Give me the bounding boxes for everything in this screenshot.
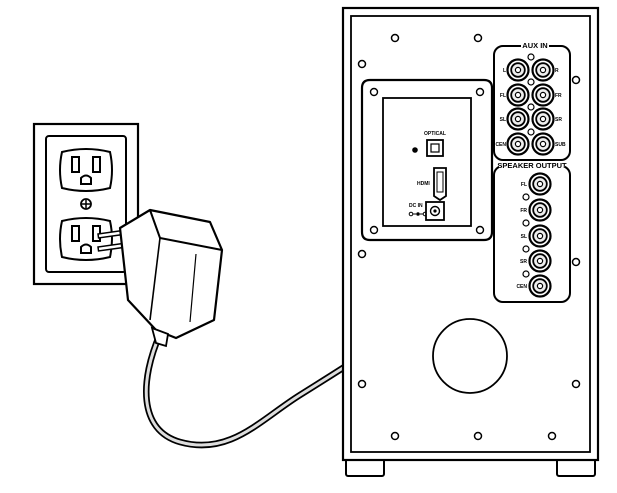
aux-in-jack-label-5: SR bbox=[555, 117, 562, 123]
speaker-output-jack-0: FL bbox=[521, 172, 552, 196]
aux-in-jack-1: R bbox=[531, 58, 559, 82]
speaker-output-jack-3: SR bbox=[520, 249, 552, 273]
wall-outlet bbox=[32, 122, 140, 286]
aux-in-jack-label-7: SUB bbox=[555, 142, 566, 148]
aux-in-jack-label-1: R bbox=[555, 68, 559, 74]
speaker-output-screw-1 bbox=[522, 219, 530, 227]
aux-in-jack-4: SL bbox=[500, 107, 530, 131]
aux-in-jack-3: FR bbox=[531, 83, 562, 107]
speaker-output-jack-label-3: SR bbox=[520, 259, 527, 265]
speaker-output-jack-4: CEN bbox=[516, 274, 552, 298]
speaker-output-jack-label-1: FR bbox=[520, 208, 527, 214]
speaker-output-title: SPEAKER OUTPUT bbox=[497, 161, 567, 170]
aux-in-jack-label-6: CEN bbox=[495, 142, 506, 148]
aux-in-screw-0 bbox=[527, 53, 535, 61]
aux-in-jacks: L R FL FR SL SR CEN SUB bbox=[495, 53, 566, 156]
speaker-output-screw-0 bbox=[522, 193, 530, 201]
aux-in-jack-2: FL bbox=[500, 83, 530, 107]
input-plate: OPTICAL HDMI DC IN bbox=[360, 78, 494, 242]
speaker-output-jack-2: SL bbox=[521, 224, 552, 248]
aux-in-screw-1 bbox=[527, 78, 535, 86]
speaker-output-jack-label-4: CEN bbox=[516, 284, 527, 290]
aux-in-jack-6: CEN bbox=[495, 132, 530, 156]
speaker-output-jacks: FL FR SL SR CEN bbox=[516, 172, 552, 298]
speaker-output-jack-label-0: FL bbox=[521, 182, 527, 188]
dc-polarity-icon bbox=[408, 211, 428, 217]
aux-in-jack-0: L bbox=[503, 58, 530, 82]
outlet-screw bbox=[80, 198, 92, 210]
aux-in-screw-3 bbox=[527, 128, 535, 136]
aux-in-screw-2 bbox=[527, 103, 535, 111]
speaker-output-jack-1: FR bbox=[520, 198, 552, 222]
aux-in-jack-7: SUB bbox=[531, 132, 566, 156]
panel-screws bbox=[357, 33, 581, 441]
aux-in-jack-label-3: FR bbox=[555, 93, 562, 99]
hdmi-label: HDMI bbox=[417, 181, 430, 187]
speaker-output-screw-2 bbox=[522, 245, 530, 253]
ac-adapter bbox=[97, 208, 224, 348]
upper-receptacle bbox=[59, 148, 113, 192]
lower-receptacle bbox=[59, 217, 113, 261]
status-led bbox=[412, 147, 418, 153]
aux-in-title: AUX IN bbox=[522, 41, 547, 50]
dc-in-label: DC IN bbox=[409, 203, 423, 209]
speaker-output-panel: SPEAKER OUTPUT FL FR SL SR CEN bbox=[493, 161, 571, 303]
aux-in-jack-5: SR bbox=[531, 107, 562, 131]
speaker-output-jack-label-2: SL bbox=[521, 234, 527, 240]
aux-in-jack-label-4: SL bbox=[500, 117, 506, 123]
aux-in-jack-label-0: L bbox=[503, 68, 506, 74]
speaker-output-screw-3 bbox=[522, 270, 530, 278]
optical-label: OPTICAL bbox=[424, 131, 446, 137]
aux-in-panel: AUX IN L R FL FR SL SR CEN SUB bbox=[493, 41, 571, 161]
aux-in-jack-label-2: FL bbox=[500, 93, 506, 99]
bass-port bbox=[432, 318, 508, 394]
